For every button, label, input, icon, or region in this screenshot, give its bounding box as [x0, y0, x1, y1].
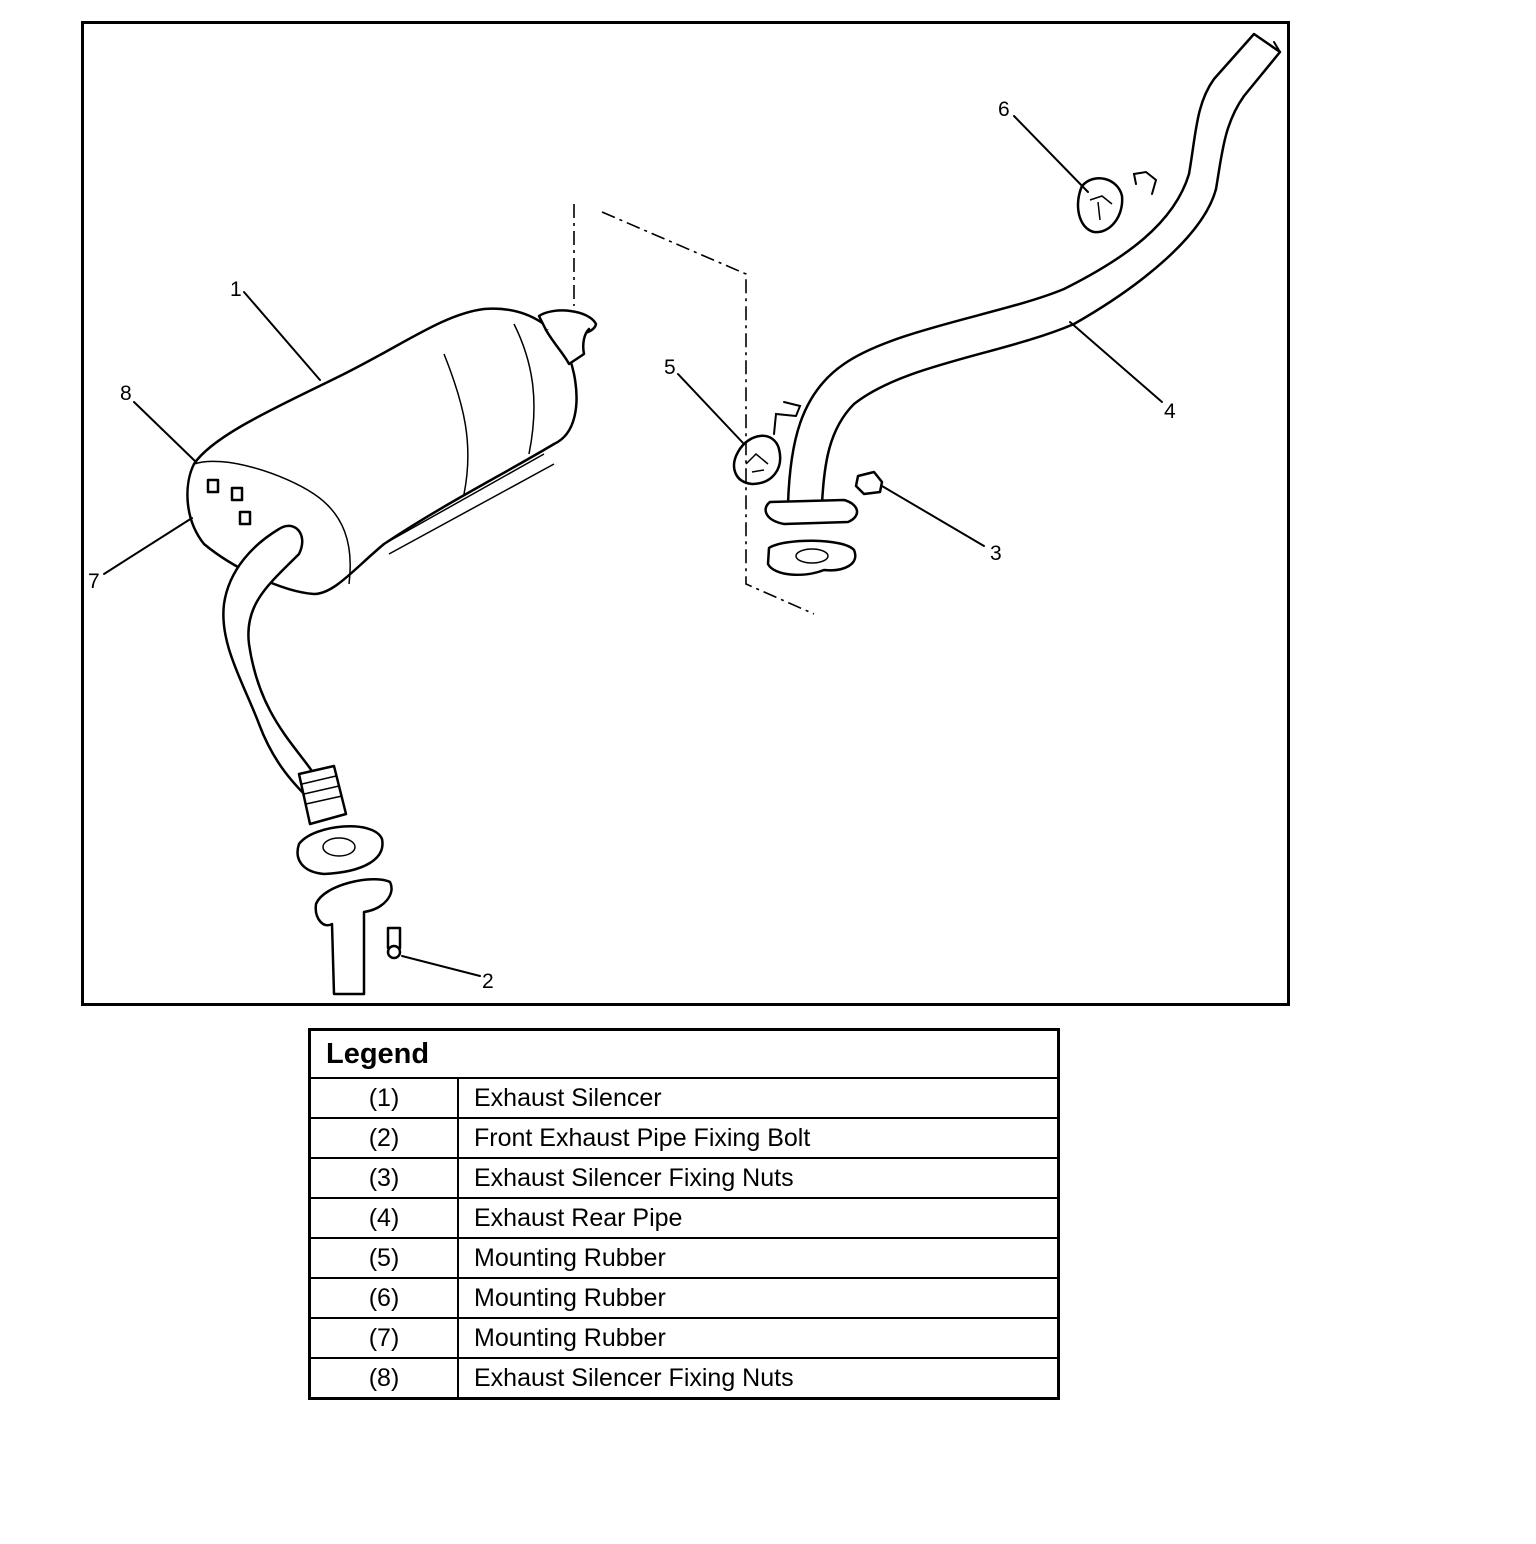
legend-number: (1)	[308, 1077, 459, 1119]
legend-row: (6) Mounting Rubber	[308, 1277, 1060, 1319]
callout-3: 3	[990, 542, 1002, 565]
legend-row: (3) Exhaust Silencer Fixing Nuts	[308, 1157, 1060, 1199]
callout-2: 2	[482, 970, 494, 993]
legend-number: (7)	[308, 1317, 459, 1359]
exploded-diagram: 1 2 3 4 5 6 7 8	[81, 21, 1290, 1006]
callout-1: 1	[230, 278, 242, 301]
leader-lines	[103, 115, 1163, 977]
legend-description: Mounting Rubber	[457, 1317, 1060, 1359]
callout-6: 6	[998, 98, 1010, 121]
legend-table: Legend (1) Exhaust Silencer (2) Front Ex…	[308, 1028, 1060, 1400]
legend-description: Mounting Rubber	[457, 1237, 1060, 1279]
legend-description: Front Exhaust Pipe Fixing Bolt	[457, 1117, 1060, 1159]
mounting-rubber-5	[732, 434, 782, 486]
legend-description: Exhaust Silencer Fixing Nuts	[457, 1157, 1060, 1199]
callout-5: 5	[664, 356, 676, 379]
legend-number: (5)	[308, 1237, 459, 1279]
legend-number: (4)	[308, 1197, 459, 1239]
legend-description: Exhaust Rear Pipe	[457, 1197, 1060, 1239]
fixing-nuts-8	[206, 478, 252, 526]
legend-number: (8)	[308, 1357, 459, 1400]
exhaust-silencer	[186, 307, 598, 876]
legend-header-row: Legend	[308, 1028, 1060, 1079]
legend-row: (8) Exhaust Silencer Fixing Nuts	[308, 1357, 1060, 1400]
legend-row: (1) Exhaust Silencer	[308, 1077, 1060, 1119]
exhaust-rear-pipe	[764, 32, 1282, 576]
legend-title: Legend	[308, 1028, 1060, 1079]
legend-row: (4) Exhaust Rear Pipe	[308, 1197, 1060, 1239]
callout-8: 8	[120, 382, 132, 405]
assembly-line	[573, 204, 815, 615]
fixing-nut-3	[854, 470, 884, 496]
front-exhaust-pipe	[314, 878, 402, 996]
legend-description: Exhaust Silencer	[457, 1077, 1060, 1119]
callout-7: 7	[88, 570, 100, 593]
exhaust-system-drawing: 1 2 3 4 5 6 7 8	[88, 32, 1282, 996]
legend-row: (7) Mounting Rubber	[308, 1317, 1060, 1359]
legend-description: Mounting Rubber	[457, 1277, 1060, 1319]
legend-number: (2)	[308, 1117, 459, 1159]
legend-number: (6)	[308, 1277, 459, 1319]
legend-description: Exhaust Silencer Fixing Nuts	[457, 1357, 1060, 1400]
legend-row: (2) Front Exhaust Pipe Fixing Bolt	[308, 1117, 1060, 1159]
legend-row: (5) Mounting Rubber	[308, 1237, 1060, 1279]
callout-4: 4	[1164, 400, 1176, 423]
mounting-rubber-6	[1076, 177, 1124, 234]
legend-number: (3)	[308, 1157, 459, 1199]
